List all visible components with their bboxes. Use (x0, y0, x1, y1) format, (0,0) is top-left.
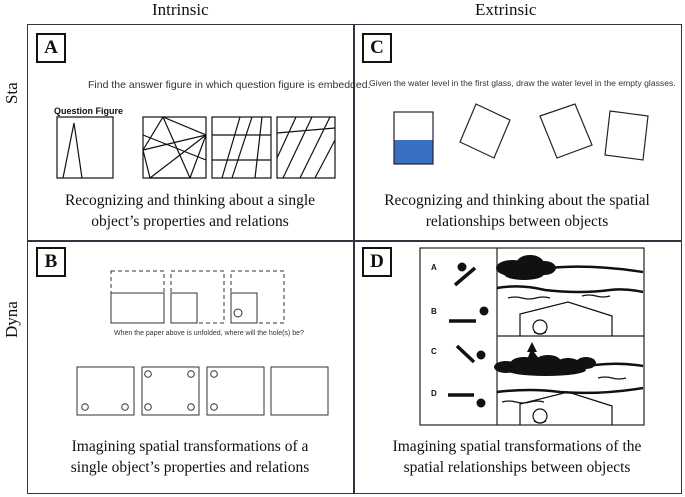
glass-empty-3 (604, 110, 649, 161)
question-figure-label: Question Figure (54, 106, 124, 116)
grid-vertical-divider (353, 24, 355, 494)
panel-a-instruction: Find the answer figure in which question… (88, 79, 371, 91)
panel-c-instruction: Given the water level in the first glass… (369, 78, 676, 88)
panel-d-caption: Imagining spatial transformations of the… (367, 436, 667, 478)
panel-d-option-c: C (431, 347, 437, 356)
panel-b-caption-line-2: single object’s properties and relations (70, 459, 310, 476)
glass-empty-1 (459, 103, 511, 159)
panel-a-caption-line-1: Recognizing and thinking about a single (64, 192, 316, 209)
panel-a-caption-line-2: object’s properties and relations (91, 213, 289, 230)
panel-d-option-a: A (431, 263, 437, 272)
answer-figure-2 (211, 116, 272, 179)
unfold-answer-4 (270, 366, 329, 416)
grid-horizontal-divider (27, 240, 682, 242)
column-heading-intrinsic: Intrinsic (152, 0, 209, 19)
panel-a-badge: A (36, 33, 66, 63)
panel-b-caption-line-1: Imagining spatial transformations of a (71, 438, 309, 455)
glass-filled (393, 111, 434, 165)
panel-d-option-b: B (431, 307, 437, 316)
question-figure (56, 116, 114, 179)
answer-figure-3 (276, 116, 336, 179)
panel-c-caption: Recognizing and thinking about the spati… (367, 190, 667, 232)
unfold-answer-1 (76, 366, 135, 416)
panel-d-caption-line-1: Imagining spatial transformations of the (392, 438, 642, 455)
panel-d-caption-line-2: spatial relationships between objects (403, 459, 631, 476)
panel-d-option-d: D (431, 389, 437, 398)
panel-d-badge: D (362, 247, 392, 277)
water-level-fill (394, 140, 433, 164)
glass-empty-2 (539, 103, 593, 159)
panel-c-caption-line-1: Recognizing and thinking about the spati… (384, 192, 650, 209)
panel-c-caption-line-2: relationships between objects (425, 213, 609, 230)
panel-c-badge: C (362, 33, 392, 63)
panel-b-instruction: When the paper above is unfolded, where … (114, 330, 304, 337)
quadrant-grid (27, 24, 682, 494)
unfold-answer-2 (141, 366, 200, 416)
panel-b-badge: B (36, 247, 66, 277)
column-heading-extrinsic: Extrinsic (475, 0, 537, 19)
panel-a-caption: Recognizing and thinking about a single … (40, 190, 340, 232)
unfold-answer-3 (206, 366, 265, 416)
panel-b-caption: Imagining spatial transformations of a s… (40, 436, 340, 478)
